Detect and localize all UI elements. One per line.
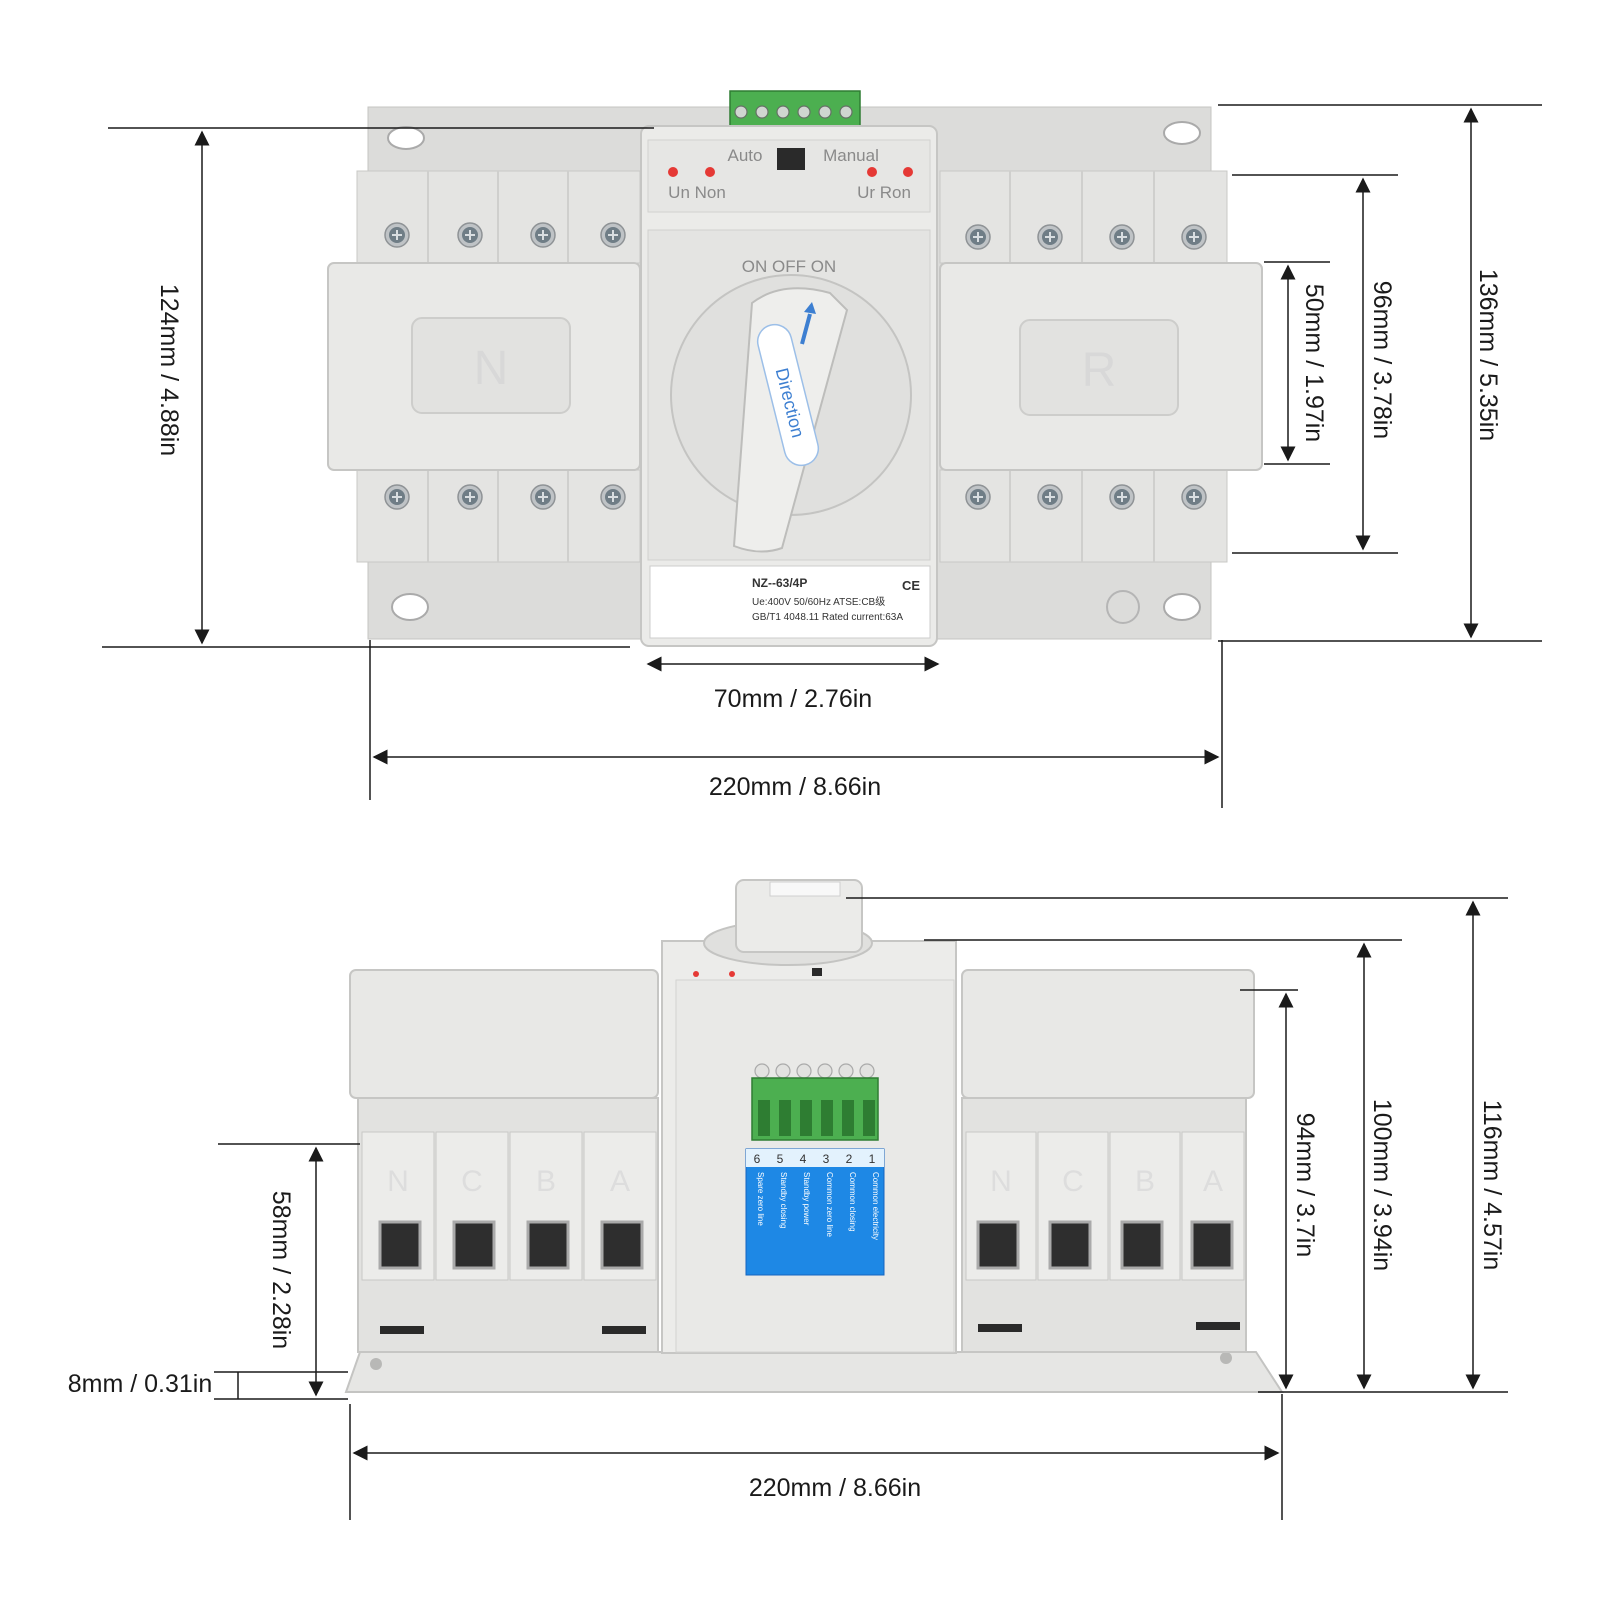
right-slot <box>978 1324 1022 1332</box>
svg-text:5: 5 <box>777 1152 784 1166</box>
left-terminal-blocks <box>361 1131 657 1281</box>
mounting-hole <box>1163 593 1201 621</box>
handle-window <box>769 881 841 897</box>
auto-label: Auto <box>728 146 763 165</box>
right-slot <box>1196 1322 1240 1330</box>
terminal-number-row: 6 5 4 3 2 1 <box>746 1149 884 1167</box>
wiring-label-line: Spare zero line <box>756 1172 765 1226</box>
mounting-hole <box>1163 121 1201 145</box>
right-terminal-strip-top <box>939 170 1228 264</box>
front-handle <box>735 879 863 953</box>
front-base <box>344 1351 1284 1393</box>
auto-manual-switch <box>777 148 805 170</box>
right-terminal-strip-bottom <box>939 469 1228 563</box>
wiring-label-line: Standby closing <box>779 1172 788 1228</box>
dim-height-total: 136mm / 5.35in <box>1474 269 1502 441</box>
top-view: N R Auto Manual Un Non Ur Ron ON OFF ON <box>102 90 1542 808</box>
dim-height-body: 124mm / 4.88in <box>155 284 183 456</box>
nameplate-ce: CE <box>902 578 920 593</box>
right-terminal-blocks <box>965 1131 1245 1281</box>
wiring-label-line: Common zero line <box>825 1172 834 1237</box>
top-dimension-lines <box>102 104 1542 808</box>
led-indicator <box>729 971 735 977</box>
svg-text:6: 6 <box>754 1152 761 1166</box>
led-indicator <box>705 167 715 177</box>
right-pole-label: C <box>1062 1165 1084 1198</box>
manual-label: Manual <box>823 146 879 165</box>
direction-arrow-icon <box>800 302 816 345</box>
led-indicator <box>903 167 913 177</box>
nameplate-line2: GB/T1 4048.11 Rated current:63A <box>752 612 903 623</box>
wiring-label-line: Standby power <box>802 1172 811 1226</box>
dial-markings: ON OFF ON <box>742 257 836 276</box>
left-pole-label: A <box>610 1165 630 1198</box>
right-module-top <box>961 969 1255 1099</box>
dim-width-total-front: 220mm / 8.66in <box>749 1474 921 1502</box>
right-label-panel <box>1019 319 1179 416</box>
dim-height-terminals: 96mm / 3.78in <box>1368 281 1396 439</box>
dim-height-handle-zone: 50mm / 1.97in <box>1300 284 1328 442</box>
mounting-hole <box>391 593 429 621</box>
left-slot <box>380 1326 424 1334</box>
right-side-letter: R <box>1082 344 1117 397</box>
dim-width-center: 70mm / 2.76in <box>714 685 872 713</box>
mounting-hole <box>387 126 425 150</box>
left-pole-label: B <box>536 1165 556 1198</box>
left-label-panel <box>411 317 571 414</box>
nameplate <box>649 565 931 639</box>
left-pole-label: C <box>461 1165 483 1198</box>
svg-text:4: 4 <box>800 1152 807 1166</box>
dim-width-total: 220mm / 8.66in <box>709 773 881 801</box>
led-indicator <box>693 971 699 977</box>
led-indicator <box>668 167 678 177</box>
left-slot <box>602 1326 646 1334</box>
ground-icon <box>1106 590 1140 624</box>
nameplate-line1: Ue:400V 50/60Hz ATSE:CB级 <box>752 596 885 608</box>
control-terminal-block <box>729 90 861 128</box>
dim-base-thickness: 8mm / 0.31in <box>68 1370 213 1398</box>
right-pole-label: B <box>1135 1165 1155 1198</box>
dim-height-terminal-front: 58mm / 2.28in <box>267 1191 295 1349</box>
svg-text:1: 1 <box>869 1152 876 1166</box>
wiring-label-line: Common closing <box>848 1172 857 1232</box>
left-pole-label: N <box>387 1165 409 1198</box>
base-screw <box>1220 1352 1232 1364</box>
dim-height-side-front: 94mm / 3.7in <box>1291 1113 1319 1258</box>
svg-text:3: 3 <box>823 1152 830 1166</box>
nameplate-model: NZ--63/4P <box>752 576 807 590</box>
wiring-label-line: Common electricity <box>871 1172 880 1240</box>
svg-text:2: 2 <box>846 1152 853 1166</box>
dim-height-center-front: 100mm / 3.94in <box>1368 1099 1396 1271</box>
left-side-letter: N <box>474 342 509 395</box>
dim-height-total-front: 116mm / 4.57in <box>1478 1100 1506 1270</box>
un-non-label: Un Non <box>668 183 726 202</box>
front-switch <box>812 968 822 976</box>
front-control-terminal-block <box>751 1063 879 1141</box>
right-pole-label: N <box>990 1165 1012 1198</box>
front-dimension-lines <box>214 897 1508 1520</box>
led-indicator <box>867 167 877 177</box>
ur-ron-label: Ur Ron <box>857 183 911 202</box>
right-pole-label: A <box>1203 1165 1223 1198</box>
base-screw <box>370 1358 382 1370</box>
wiring-label-plate <box>745 1148 885 1276</box>
front-view: N C B A N C B A <box>68 879 1508 1520</box>
left-module-top <box>349 969 659 1099</box>
